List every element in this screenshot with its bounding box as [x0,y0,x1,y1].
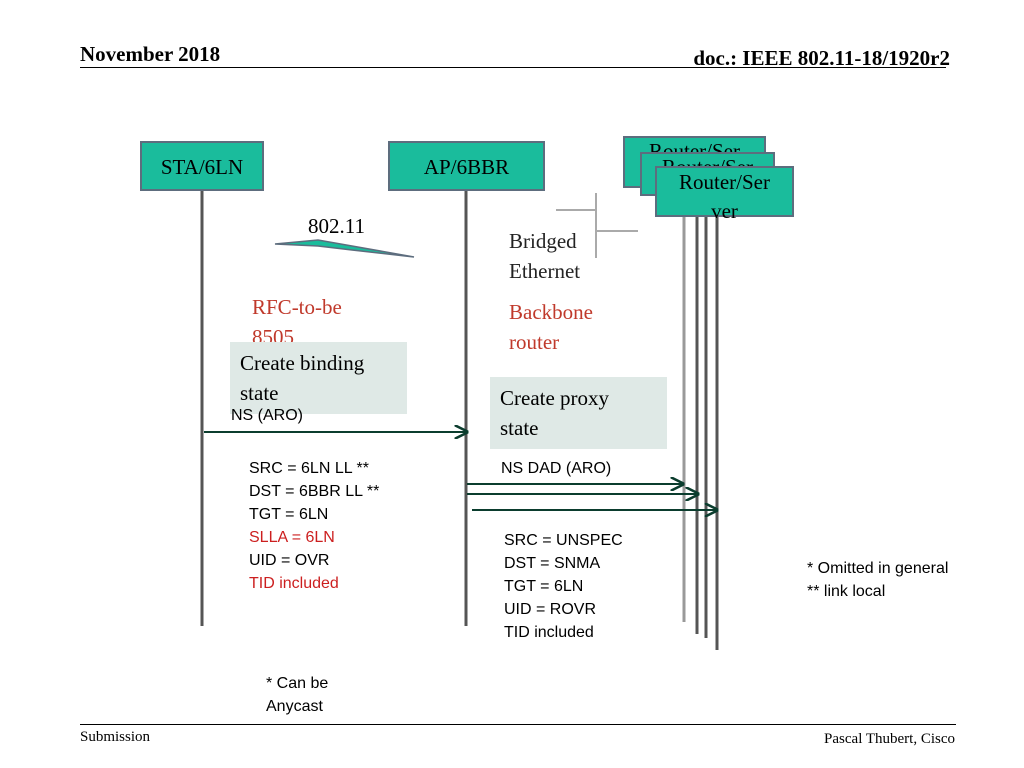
dad-field-tid: TID included [504,624,594,641]
footer-divider [80,724,956,725]
node-router-server-3: Router/Ser ver [655,166,794,223]
ns-field-slla: SLLA = 6LN [249,529,335,546]
anycast-note-line1: * Can be [266,675,329,692]
dad-field-uid: UID = ROVR [504,601,597,618]
ns-fields-list: SRC = 6LN LL ** DST = 6BBR LL ** TGT = 6… [249,457,379,595]
node-router-3-label-line1: Router/Ser [679,170,770,194]
dad-field-tgt: TGT = 6LN [504,578,584,595]
binding-box-line1: Create binding [240,351,365,375]
create-proxy-state-box: Create proxy state [490,377,667,449]
ns-field-tid: TID included [249,575,339,592]
ns-field-src: SRC = 6LN LL ** [249,460,369,477]
anycast-note-line2: Anycast [266,698,323,715]
bridged-label-line1: Bridged [509,229,577,253]
footer-submission: Submission [80,729,151,745]
header-date: November 2018 [80,42,221,66]
ns-field-dst: DST = 6BBR LL ** [249,483,380,500]
anycast-note: * Can be Anycast [266,672,328,718]
proxy-box-line2: state [500,416,539,440]
wireless-link-shape [274,239,415,258]
dad-fields-list: SRC = UNSPEC DST = SNMA TGT = 6LN UID = … [504,529,623,644]
footnote-link-local: ** link local [807,583,886,600]
ns-field-uid: UID = OVR [249,552,330,569]
dad-field-dst: DST = SNMA [504,555,601,572]
backbone-label-line1: Backbone [509,300,593,324]
header-divider [80,67,946,68]
header-doc-id: doc.: IEEE 802.11-18/1920r2 [693,46,950,70]
footnote-omitted: * Omitted in general [807,560,949,577]
backbone-label-line2: router [509,330,560,354]
binding-box-line2: state [240,381,279,405]
footnotes: * Omitted in general ** link local [807,557,948,603]
create-binding-state-box: Create binding state [230,342,407,414]
link-label-80211: 802.11 [308,214,365,238]
node-router-3-label-line2: ver [711,199,738,223]
bridged-label-line2: Ethernet [509,259,581,283]
bridged-ethernet-label: Bridged Ethernet [509,226,580,286]
proxy-box-line1: Create proxy [500,386,610,410]
dad-field-src: SRC = UNSPEC [504,532,623,549]
ns-field-tgt: TGT = 6LN [249,506,329,523]
node-sta-6ln: STA/6LN [140,141,264,191]
backbone-router-label: Backbone router [509,297,593,357]
footer-author: Pascal Thubert, Cisco [824,731,955,747]
node-ap-6bbr: AP/6BBR [388,141,545,191]
rfc-label-line1: RFC-to-be [252,295,342,319]
ns-aro-label: NS (ARO) [231,407,303,424]
ns-dad-aro-label: NS DAD (ARO) [501,460,612,477]
